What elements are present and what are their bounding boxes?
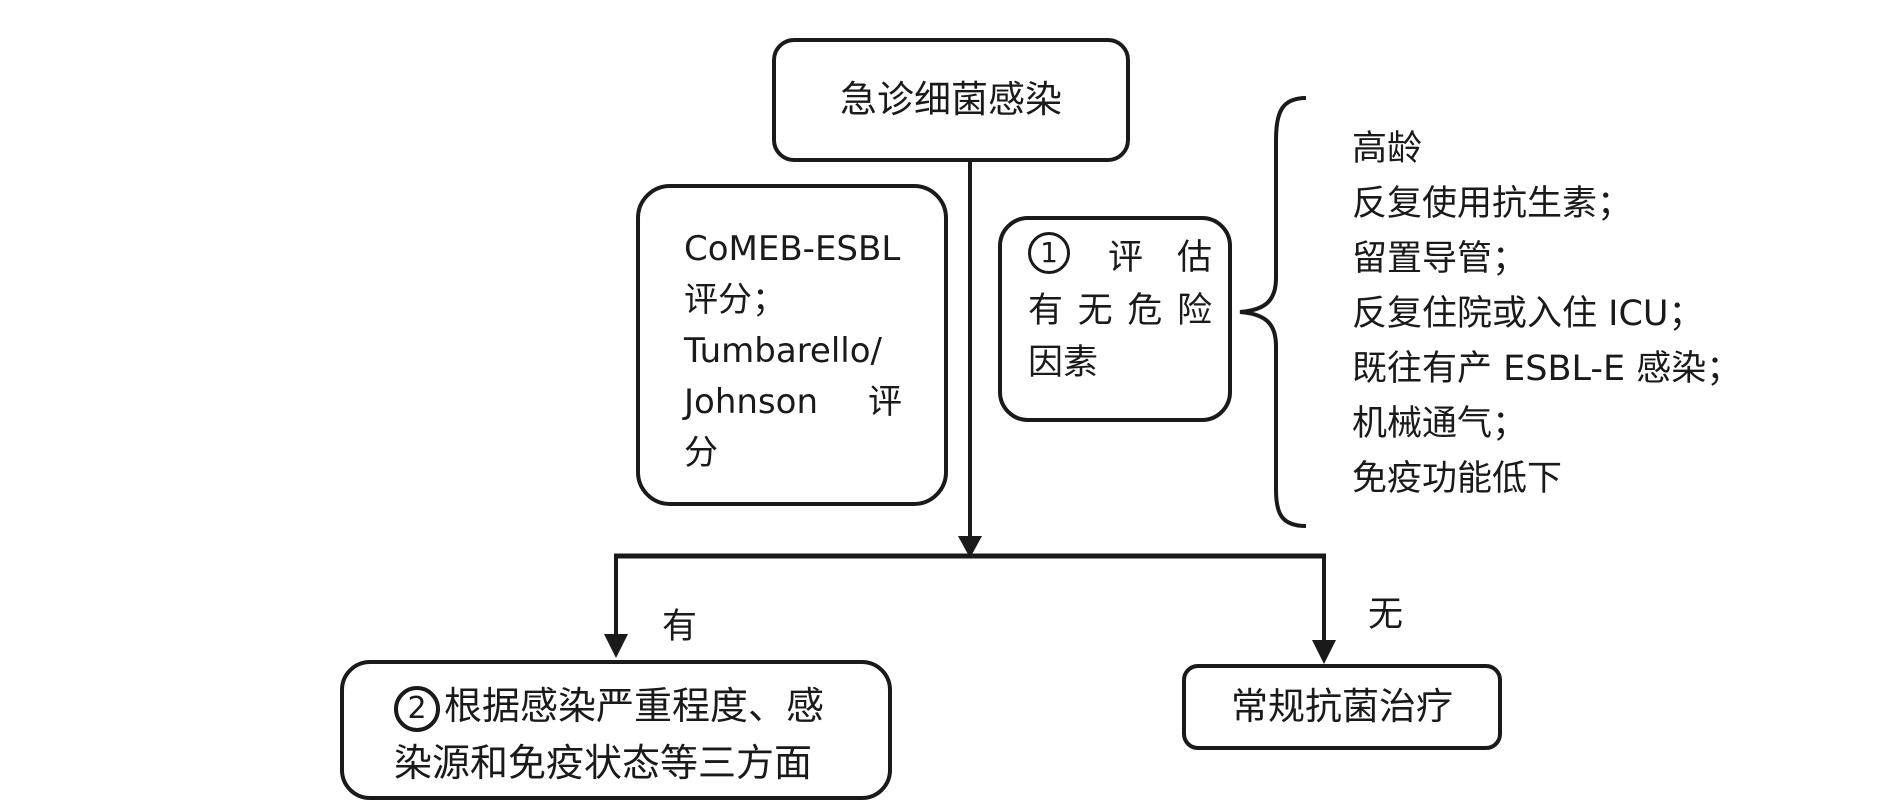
risk-factor-brace — [1239, 96, 1307, 528]
connector-lines — [604, 96, 1336, 664]
risk-factor-list: 高龄 反复使用抗生素； 留置导管； 反复住院或入住 ICU； 既往有产 ESBL… — [1352, 122, 1741, 507]
assess-char-2: 无 — [1077, 290, 1113, 331]
routine-treatment-node: 常规抗菌治疗 — [1182, 664, 1502, 750]
scoring-line-score: 评分； — [684, 280, 786, 320]
flowchart-diagram: 急诊细菌感染 CoMEB-ESBL 评分； Tumbarello/ Johnso… — [340, 38, 1741, 800]
assess-word-1: 评 — [1107, 238, 1143, 278]
branch-label-yes: 有 — [662, 607, 698, 647]
risk-factor-item: 反复住院或入住 ICU； — [1352, 294, 1704, 334]
scoring-line-comeb: CoMEB-ESBL — [684, 229, 901, 269]
scoring-line-johnson: Johnson 评 — [684, 377, 902, 428]
scoring-johnson-tail: 评 — [868, 382, 902, 422]
branch-label-no: 无 — [1368, 595, 1404, 635]
assess-word-2: 估 — [1176, 238, 1212, 278]
stratify-text-1: 根据感染严重程度、感 — [444, 684, 825, 728]
routine-treatment-label: 常规抗菌治疗 — [1231, 685, 1453, 729]
no-branch-arrowhead — [1312, 640, 1336, 664]
scoring-johnson-word: Johnson — [684, 382, 818, 422]
step-1-marker: 1 — [1028, 232, 1070, 274]
step-2-marker: 2 — [394, 685, 440, 732]
risk-factor-item: 高龄 — [1352, 129, 1423, 169]
yes-branch-arrowhead — [604, 634, 628, 658]
scoring-tools-node: CoMEB-ESBL 评分； Tumbarello/ Johnson 评 分 — [636, 184, 948, 506]
stratify-line-2: 染源和免疫状态等三方面 — [394, 741, 813, 785]
assess-char-1: 有 — [1028, 290, 1064, 331]
start-node-emergency-infection: 急诊细菌感染 — [772, 38, 1130, 162]
trunk-arrowhead — [958, 536, 982, 558]
scoring-line-last: 分 — [684, 433, 718, 473]
scoring-line-tumbarello: Tumbarello/ — [684, 331, 882, 371]
assess-char-4: 险 — [1176, 290, 1212, 331]
assess-line-3: 因素 — [1028, 343, 1099, 383]
risk-factor-item: 免疫功能低下 — [1352, 459, 1563, 499]
assess-line-1: 1 评 估 — [1028, 232, 1212, 285]
risk-factor-item: 既往有产 ESBL-E 感染； — [1352, 349, 1742, 389]
assess-line-2: 有 无 危 险 — [1028, 285, 1212, 338]
risk-factor-item: 留置导管； — [1352, 239, 1528, 279]
assess-risk-node: 1 评 估 有 无 危 险 因素 — [998, 216, 1232, 422]
risk-factor-item: 机械通气； — [1352, 404, 1528, 444]
assess-char-3: 危 — [1127, 290, 1163, 331]
risk-factor-item: 反复使用抗生素； — [1352, 184, 1633, 224]
start-node-label: 急诊细菌感染 — [840, 78, 1062, 122]
